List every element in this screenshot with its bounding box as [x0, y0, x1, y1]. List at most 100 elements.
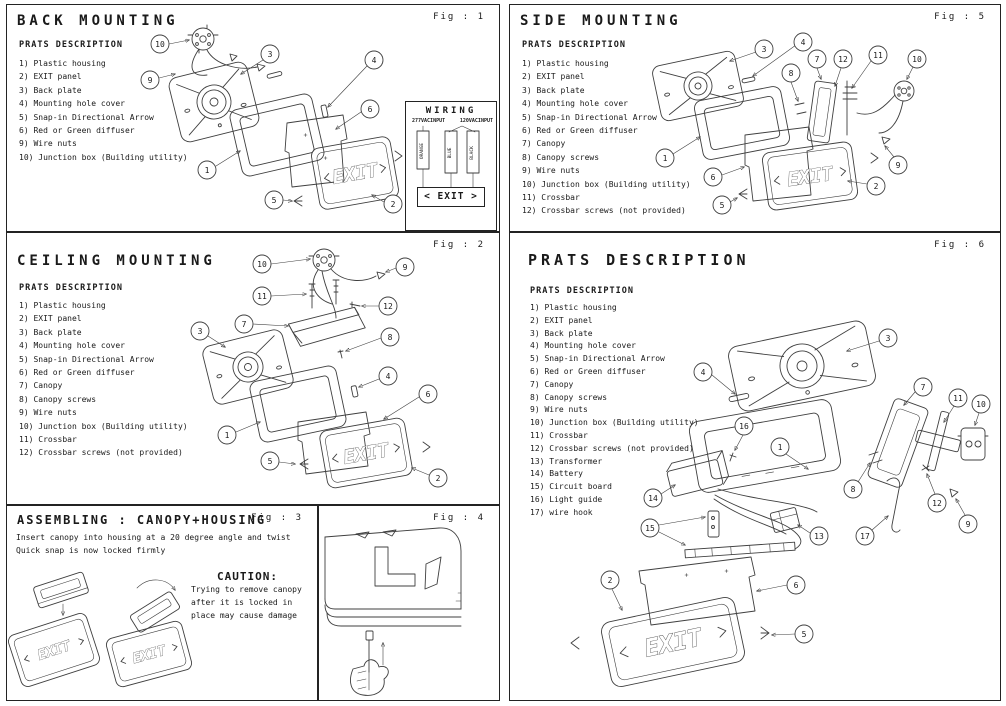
list-item: 8) Canopy screws [522, 152, 600, 162]
svg-text:11: 11 [873, 51, 883, 60]
wire-nut [949, 488, 959, 498]
list-item: 7) Canopy [530, 379, 574, 389]
callout-7: 7 [234, 314, 254, 334]
callout-17: 17 [855, 526, 875, 546]
svg-text:6: 6 [426, 390, 431, 399]
svg-text:17: 17 [860, 532, 870, 541]
instruction-line: Insert canopy into housing at a 20 degre… [16, 533, 291, 542]
exit-panel-part: EXIT [761, 141, 859, 211]
svg-text:9: 9 [896, 161, 901, 170]
callout-3: 3 [878, 328, 898, 348]
svg-text:EXIT: EXIT [331, 159, 380, 189]
callout-3: 3 [260, 44, 280, 64]
panel-back-mounting: BACK MOUNTING Fig : 1 PRATS DESCRIPTION … [6, 4, 500, 232]
callout-8: 8 [380, 327, 400, 347]
list-item: 10) Junction box (Building utility) [19, 421, 188, 431]
svg-text:6: 6 [368, 105, 373, 114]
junction-box-part [308, 248, 340, 272]
wire-nut [881, 136, 891, 145]
canopy-screws [868, 451, 883, 464]
svg-text:5: 5 [272, 196, 277, 205]
exit-panel-part: EXIT [319, 417, 413, 489]
list-item: 5) Snap-in Directional Arrow [530, 354, 665, 364]
list-item: 12) Crossbar screws (not provided) [19, 448, 183, 458]
list-item: 3) Back plate [522, 85, 585, 95]
list-item: 12) Crossbar screws (not provided) [530, 443, 694, 453]
list-item: 1) Plastic housing [19, 59, 106, 68]
svg-text:1: 1 [205, 166, 210, 175]
callout-2: 2 [383, 194, 403, 214]
list-item: 5) Snap-in Directional Arrow [522, 112, 657, 122]
list-item: 6) Red or Green diffuser [522, 126, 638, 136]
svg-text:5: 5 [268, 457, 273, 466]
svg-text:7: 7 [815, 55, 820, 64]
page-title: ASSEMBLING : CANOPY+HOUSING [17, 513, 267, 527]
svg-text:4: 4 [801, 38, 806, 47]
fig-number-label: Fig : 3 [251, 513, 303, 523]
parts-heading: PRATS DESCRIPTION [522, 40, 626, 50]
svg-text:6: 6 [711, 173, 716, 182]
callout-11: 11 [252, 286, 272, 306]
list-item: 11) Crossbar [522, 193, 580, 203]
callout-12: 12 [833, 49, 853, 69]
canopy-screw [337, 349, 344, 359]
exploded-diagram-back-mounting: EXIT 10 9 3 4 6 1 5 2 [140, 24, 403, 214]
mounting-cover-part [741, 76, 756, 84]
callout-9: 9 [958, 514, 978, 534]
svg-text:14: 14 [648, 494, 658, 503]
svg-text:9: 9 [148, 76, 153, 85]
callout-5: 5 [264, 190, 284, 210]
housing-part [229, 93, 325, 177]
list-item: 9) Wire nuts [19, 408, 77, 418]
housing-part [688, 399, 842, 493]
canopy-lock-detail-drawing [324, 527, 462, 696]
callout-2: 2 [428, 468, 448, 488]
fig-number-label: Fig : 2 [433, 240, 485, 250]
list-item: 3) Back plate [19, 327, 82, 337]
fig-number-label: Fig : 1 [433, 12, 485, 22]
svg-text:EXIT: EXIT [36, 638, 74, 664]
list-item: 6) Red or Green diffuser [19, 126, 135, 136]
directional-arrow-part [760, 626, 770, 640]
transformer-part [769, 507, 801, 533]
svg-text:11: 11 [953, 394, 963, 403]
svg-text:3: 3 [762, 45, 767, 54]
canopy-part [33, 571, 89, 609]
circuit-board-part [684, 510, 796, 559]
svg-text:2: 2 [391, 200, 396, 209]
list-item: after it is locked in [191, 598, 293, 607]
crossbar-screw [349, 301, 361, 308]
svg-text:5: 5 [802, 630, 807, 639]
list-item: 1) Plastic housing [530, 303, 617, 312]
canopy-part [806, 80, 838, 144]
wiring-box: WIRING 277VACINPUT 120VACINPUT ORANGE BL… [405, 101, 497, 231]
list-item: place may cause damage [191, 611, 297, 620]
junction-box-part [187, 24, 219, 54]
mounting-cover-part [728, 393, 750, 403]
callout-13: 13 [809, 526, 829, 546]
svg-text:2: 2 [874, 182, 879, 191]
panel-assembling: ASSEMBLING : CANOPY+HOUSING Fig : 3 Inse… [6, 505, 318, 701]
callout-16: 16 [734, 416, 754, 436]
battery-part [666, 450, 729, 497]
svg-text:12: 12 [838, 55, 848, 64]
parts-heading: PRATS DESCRIPTION [530, 286, 634, 296]
callout-1: 1 [217, 425, 237, 445]
list-item: 3) Back plate [530, 328, 593, 338]
list-item: 4) Mounting hole cover [522, 99, 628, 109]
list-item: 9) Wire nuts [530, 405, 588, 415]
directional-arrow-part [738, 188, 748, 200]
list-item: 11) Crossbar [530, 430, 588, 440]
diffuser-part [744, 126, 814, 202]
callout-4: 4 [364, 50, 384, 70]
svg-text:15: 15 [645, 524, 655, 533]
svg-text:7: 7 [921, 383, 926, 392]
svg-text:9: 9 [403, 263, 408, 272]
svg-text:1: 1 [663, 154, 668, 163]
callout-12: 12 [378, 296, 398, 316]
svg-text:11: 11 [257, 292, 267, 301]
svg-text:10: 10 [155, 40, 165, 49]
callout-5: 5 [794, 624, 814, 644]
svg-text:1: 1 [778, 443, 783, 452]
